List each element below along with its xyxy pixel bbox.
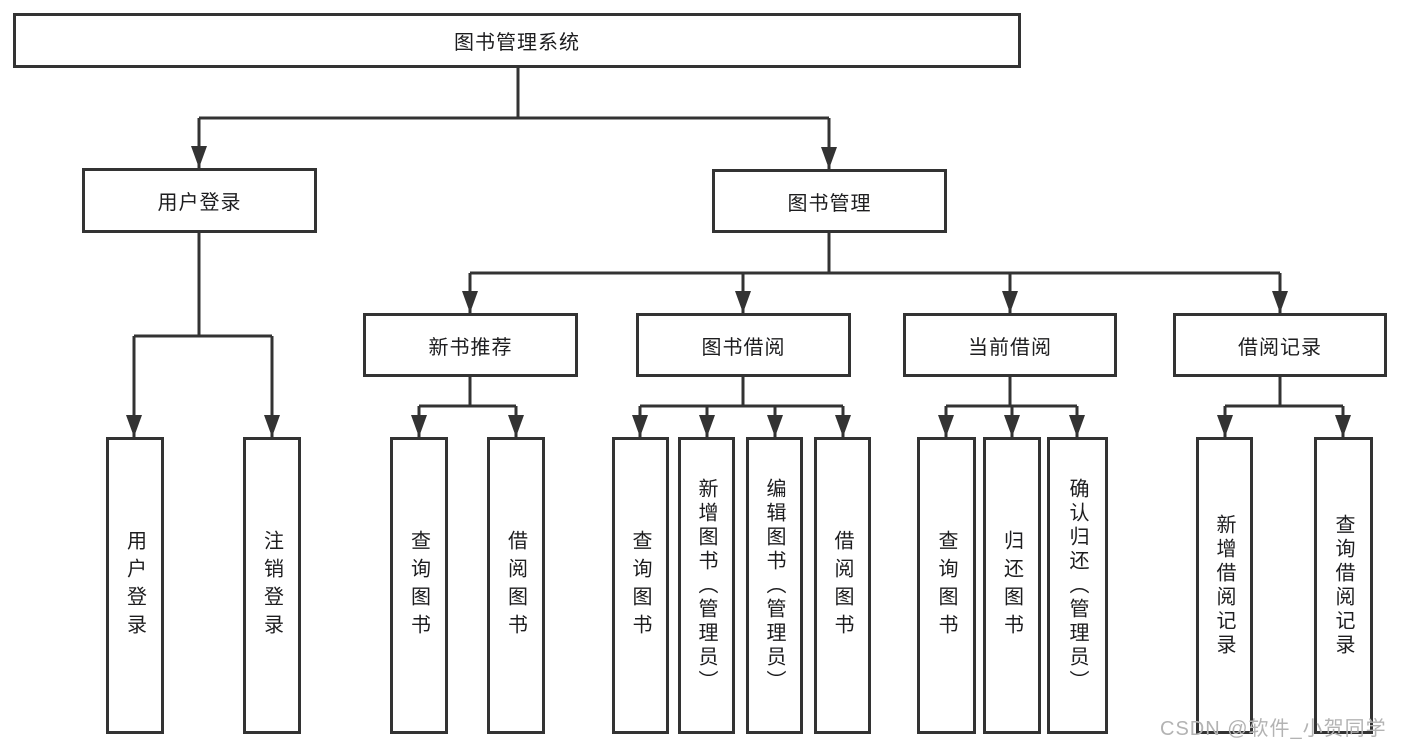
- node-label: 借阅记录: [1238, 336, 1322, 359]
- leaf-query-book-recommend: 查询图书: [390, 437, 448, 734]
- leaf-label: 确认归还（管理员）: [1066, 477, 1088, 694]
- leaf-label: 归还图书: [1000, 529, 1023, 642]
- leaf-label: 用户登录: [123, 529, 146, 642]
- leaf-query-borrow-record: 查询借阅记录: [1314, 437, 1373, 734]
- leaf-edit-book-admin: 编辑图书（管理员）: [746, 437, 803, 734]
- leaf-label: 注销登录: [260, 529, 283, 642]
- node-user-login: 用户登录: [82, 168, 317, 233]
- leaf-label: 新增图书（管理员）: [695, 477, 717, 694]
- node-label: 图书管理: [787, 192, 872, 215]
- leaf-label: 借阅图书: [831, 529, 853, 642]
- node-label: 图书借阅: [701, 336, 786, 359]
- leaf-label: 查询借阅记录: [1332, 513, 1354, 658]
- leaf-add-borrow-record: 新增借阅记录: [1196, 437, 1253, 734]
- leaf-label: 查询图书: [935, 529, 957, 642]
- leaf-confirm-return-admin: 确认归还（管理员）: [1047, 437, 1108, 734]
- leaf-label: 编辑图书（管理员）: [763, 477, 785, 694]
- leaf-logout: 注销登录: [243, 437, 301, 734]
- csdn-watermark: CSDN @软件_小贺同学: [1160, 718, 1387, 740]
- arrowheads: [126, 146, 1351, 437]
- node-library-management-system: 图书管理系统: [13, 13, 1021, 68]
- node-current-borrow: 当前借阅: [903, 313, 1117, 377]
- node-book-management: 图书管理: [712, 169, 947, 233]
- leaf-label: 查询图书: [407, 529, 430, 642]
- node-label: 新书推荐: [428, 336, 513, 359]
- leaf-label: 借阅图书: [504, 529, 527, 642]
- leaf-query-book-borrow: 查询图书: [612, 437, 669, 734]
- node-label: 当前借阅: [968, 336, 1052, 359]
- leaf-query-book-current: 查询图书: [917, 437, 976, 734]
- leaf-borrow-book: 借阅图书: [814, 437, 871, 734]
- leaf-label: 查询图书: [629, 529, 651, 642]
- leaf-return-book: 归还图书: [983, 437, 1041, 734]
- node-book-borrow: 图书借阅: [636, 313, 851, 377]
- leaf-user-login: 用户登录: [106, 437, 164, 734]
- node-new-book-recommend: 新书推荐: [363, 313, 578, 377]
- node-borrow-record: 借阅记录: [1173, 313, 1387, 377]
- node-label: 用户登录: [157, 192, 242, 214]
- node-label: 图书管理系统: [454, 32, 580, 54]
- leaf-borrow-book-recommend: 借阅图书: [487, 437, 545, 734]
- leaf-label: 新增借阅记录: [1213, 513, 1235, 658]
- leaf-add-book-admin: 新增图书（管理员）: [678, 437, 735, 734]
